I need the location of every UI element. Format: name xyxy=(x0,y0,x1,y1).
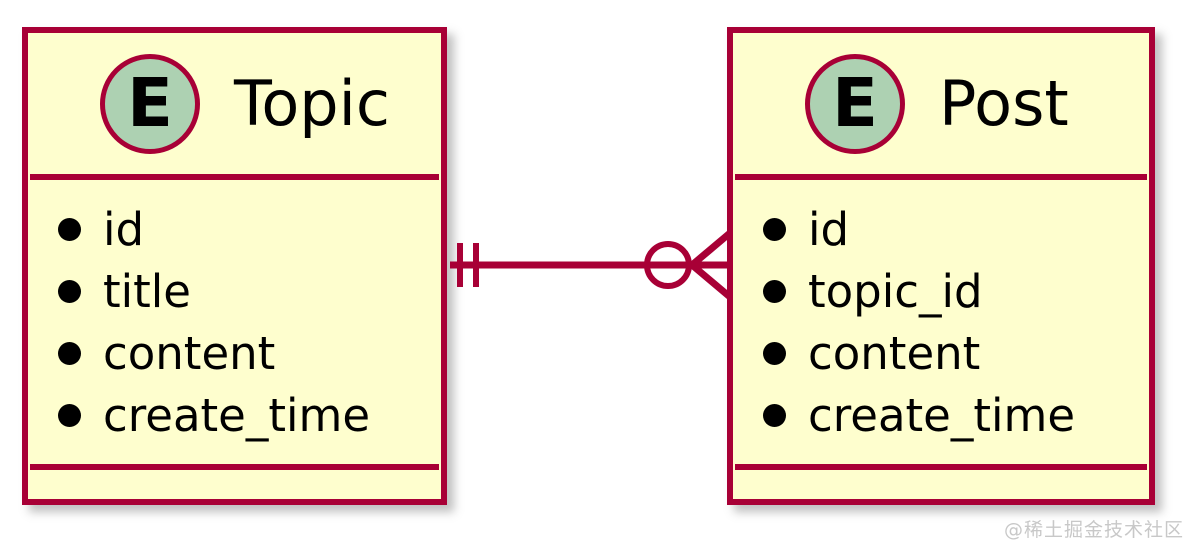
attribute-label: content xyxy=(808,326,981,380)
attribute-list-post: id topic_id content create_time xyxy=(733,180,1149,446)
attribute-label: id xyxy=(808,202,850,256)
attribute-row[interactable]: id xyxy=(763,198,1149,260)
attribute-label: id xyxy=(103,202,145,256)
watermark-text: @稀土掘金技术社区 xyxy=(1003,519,1184,541)
bullet-icon xyxy=(763,217,786,241)
entity-badge-icon: E xyxy=(100,53,200,154)
entity-badge-letter: E xyxy=(127,64,173,142)
entity-badge-letter: E xyxy=(832,64,878,142)
attribute-label: content xyxy=(103,326,276,380)
entity-header-divider xyxy=(30,174,439,180)
relationship-connector[interactable] xyxy=(440,215,740,325)
bullet-icon xyxy=(58,279,81,303)
attribute-row[interactable]: content xyxy=(58,322,441,384)
attribute-row[interactable]: content xyxy=(763,322,1149,384)
entity-header-post: E Post xyxy=(733,33,1149,174)
bullet-icon xyxy=(763,341,786,365)
entity-box-topic[interactable]: E Topic id title content create_time xyxy=(22,27,447,505)
entity-footer-post xyxy=(733,470,1149,504)
bullet-icon xyxy=(58,341,81,365)
attribute-row[interactable]: create_time xyxy=(58,384,441,446)
attribute-label: create_time xyxy=(103,388,371,442)
crowsfoot-upper-prong-icon xyxy=(689,230,733,268)
attribute-label: title xyxy=(103,264,191,318)
bullet-icon xyxy=(58,403,81,427)
entity-title: Post xyxy=(939,66,1069,140)
attribute-label: create_time xyxy=(808,388,1076,442)
attribute-row[interactable]: title xyxy=(58,260,441,322)
attribute-label: topic_id xyxy=(808,264,983,318)
bullet-icon xyxy=(763,279,786,303)
attribute-row[interactable]: create_time xyxy=(763,384,1149,446)
cardinality-zero-circle-icon xyxy=(644,241,692,289)
entity-title: Topic xyxy=(234,66,390,140)
entity-box-post[interactable]: E Post id topic_id content create_time xyxy=(727,27,1155,505)
entity-footer-topic xyxy=(28,470,441,504)
entity-footer-divider xyxy=(30,464,439,470)
bullet-icon xyxy=(58,217,81,241)
attribute-row[interactable]: id xyxy=(58,198,441,260)
entity-footer-divider xyxy=(735,464,1147,470)
entity-header-topic: E Topic xyxy=(28,33,441,174)
bullet-icon xyxy=(763,403,786,427)
attribute-row[interactable]: topic_id xyxy=(763,260,1149,322)
entity-header-divider xyxy=(735,174,1147,180)
entity-badge-icon: E xyxy=(805,53,905,154)
crowsfoot-lower-prong-icon xyxy=(689,262,733,300)
attribute-list-topic: id title content create_time xyxy=(28,180,441,446)
